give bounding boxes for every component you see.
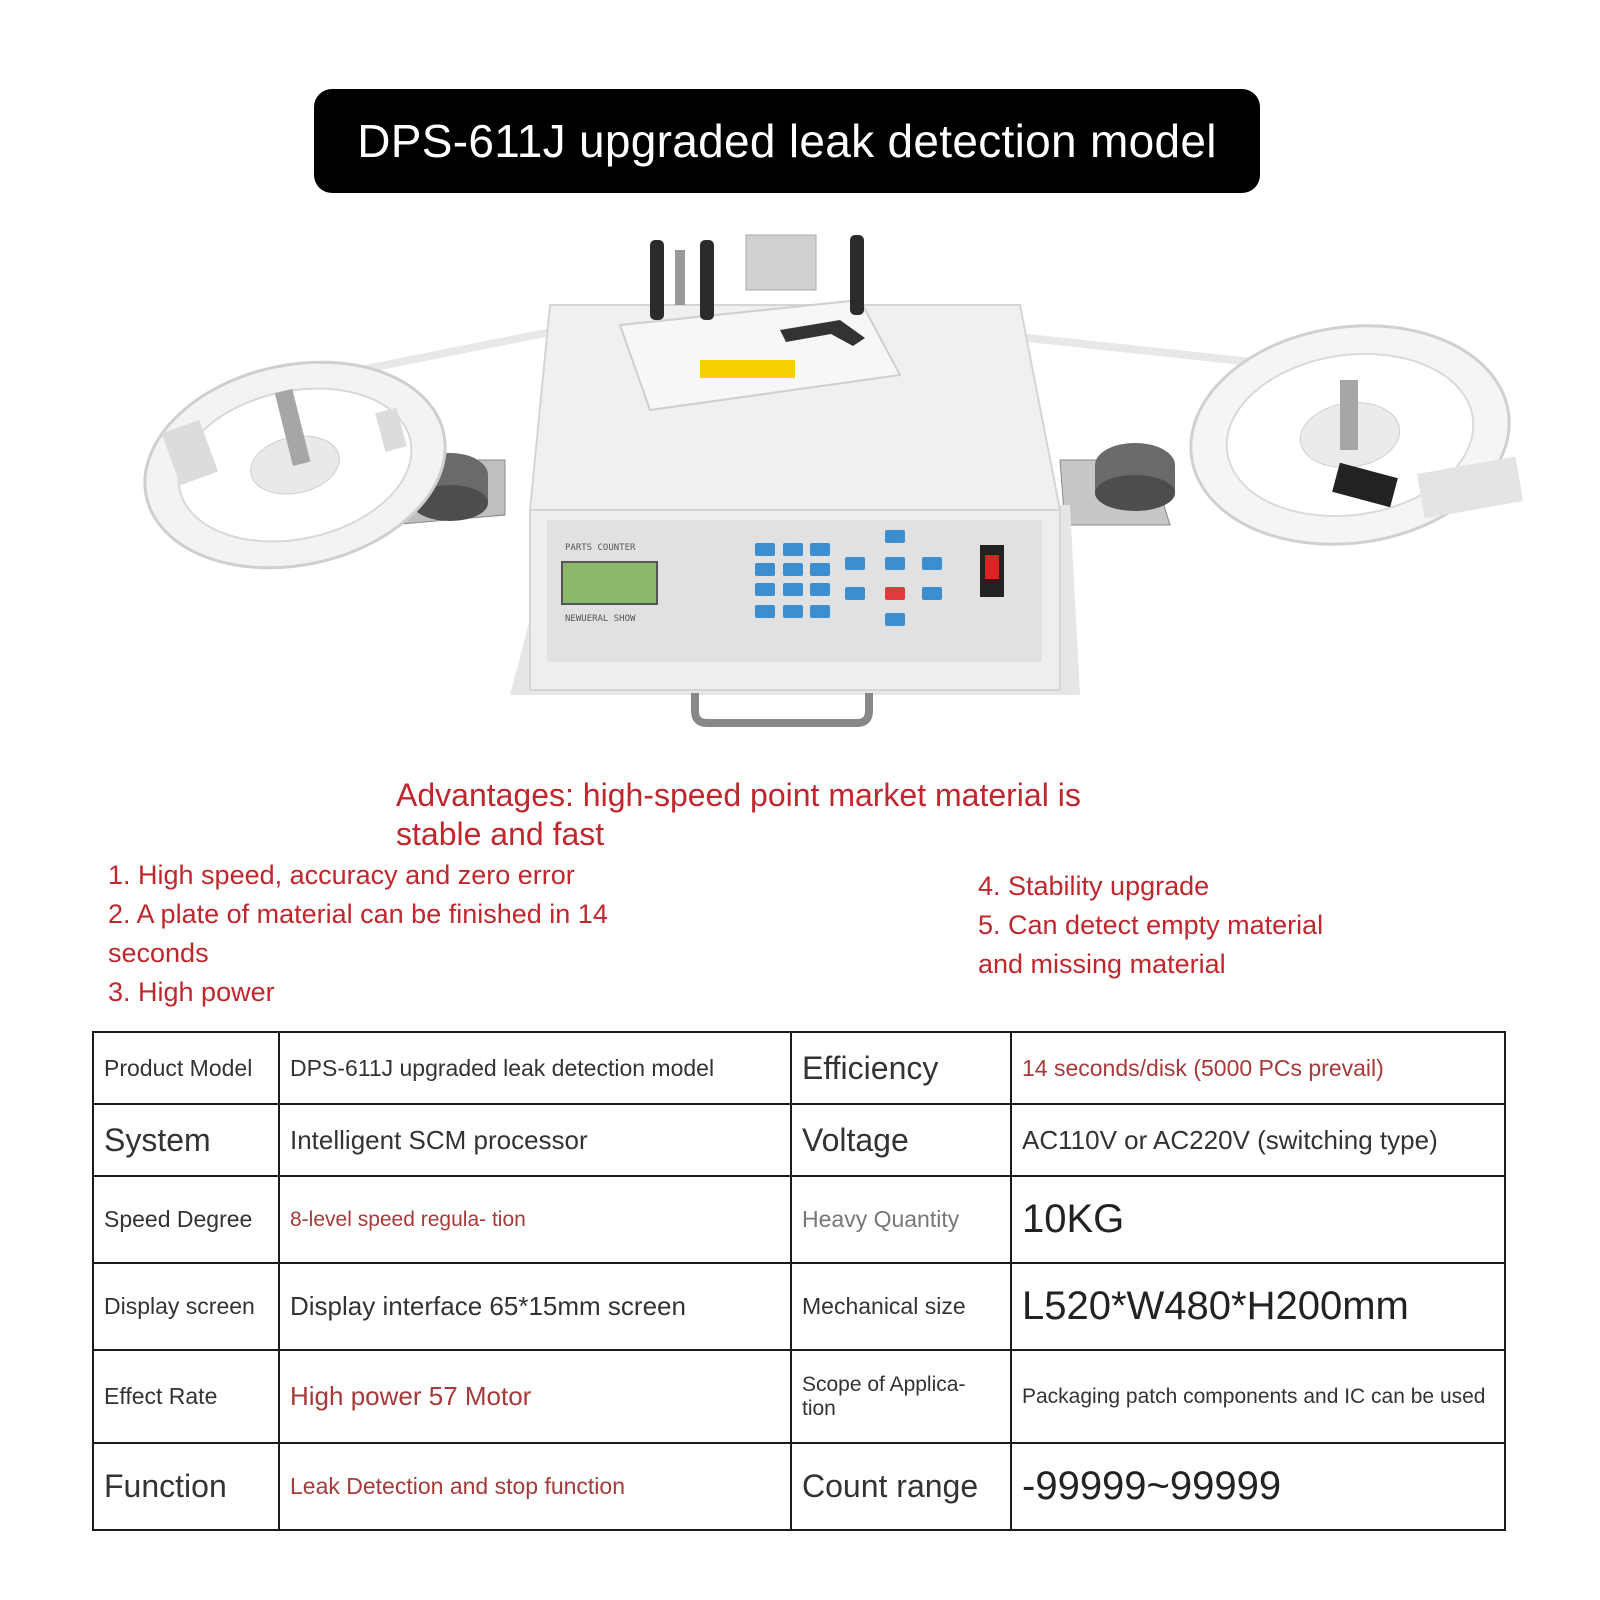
spec-value: Display interface 65*15mm screen — [278, 1262, 792, 1352]
spec-label: System — [92, 1103, 280, 1178]
table-row: Effect Rate High power 57 Motor Scope of… — [92, 1349, 1506, 1444]
spec-table: Product Model DPS-611J upgraded leak det… — [92, 1030, 1506, 1532]
table-row: Function Leak Detection and stop functio… — [92, 1441, 1506, 1532]
spec-value: AC110V or AC220V (switching type) — [1010, 1103, 1506, 1178]
feature-item: 2. A plate of material can be finished i… — [108, 899, 608, 929]
right-reel — [1189, 324, 1524, 546]
title-banner: DPS-611J upgraded leak detection model — [314, 89, 1260, 193]
spec-label: Mechanical size — [790, 1262, 1012, 1352]
table-row: Display screen Display interface 65*15mm… — [92, 1262, 1506, 1352]
feature-item: seconds — [108, 938, 209, 968]
spec-label: Scope of Applica- tion — [790, 1349, 1012, 1444]
spec-label: Speed Degree — [92, 1175, 280, 1265]
right-reel-arm — [1059, 443, 1175, 526]
spec-value: 8-level speed regula- tion — [278, 1175, 792, 1265]
spec-label: Efficiency — [790, 1030, 1012, 1106]
parts-counter-machine-illustration: PARTS COUNTER NEWUERAL SHOW — [143, 234, 1524, 727]
table-row: Speed Degree 8-level speed regula- tion … — [92, 1175, 1506, 1265]
spec-value: 10KG — [1010, 1175, 1506, 1265]
spec-label: Product Model — [92, 1030, 280, 1106]
spec-value: 14 seconds/disk (5000 PCs prevail) — [1010, 1030, 1506, 1106]
spec-label: Count range — [790, 1441, 1012, 1532]
feature-item: 4. Stability upgrade — [978, 871, 1210, 901]
left-reel — [143, 360, 447, 570]
spec-value: Packaging patch components and IC can be… — [1010, 1349, 1506, 1444]
spec-value: High power 57 Motor — [278, 1349, 792, 1444]
spec-label: Display screen — [92, 1262, 280, 1352]
feature-item: and missing material — [978, 949, 1226, 979]
page-title: DPS-611J upgraded leak detection model — [357, 115, 1217, 167]
spec-label: Effect Rate — [92, 1349, 280, 1444]
panel-header-label: PARTS COUNTER — [565, 543, 636, 553]
feature-item: 5. Can detect empty material — [978, 910, 1324, 940]
features-left-list: 1. High speed, accuracy and zero error 2… — [108, 856, 748, 1012]
table-row: Product Model DPS-611J upgraded leak det… — [92, 1030, 1506, 1106]
panel-footer-label: NEWUERAL SHOW — [565, 614, 636, 624]
feature-item: 1. High speed, accuracy and zero error — [108, 860, 575, 890]
table-row: System Intelligent SCM processor Voltage… — [92, 1103, 1506, 1178]
features-right-list: 4. Stability upgrade 5. Can detect empty… — [978, 867, 1438, 984]
spec-label: Heavy Quantity — [790, 1175, 1012, 1265]
spec-value: Intelligent SCM processor — [278, 1103, 792, 1178]
spec-value: -99999~99999 — [1010, 1441, 1506, 1532]
spec-label: Function — [92, 1441, 280, 1532]
spec-value: Leak Detection and stop function — [278, 1441, 792, 1532]
spec-value: DPS-611J upgraded leak detection model — [278, 1030, 792, 1106]
advantages-heading: Advantages: high-speed point market mate… — [396, 777, 1081, 852]
feature-item: 3. High power — [108, 977, 275, 1007]
machine-body: PARTS COUNTER NEWUERAL SHOW — [510, 234, 1080, 727]
spec-value: L520*W480*H200mm — [1010, 1262, 1506, 1352]
spec-label: Voltage — [790, 1103, 1012, 1178]
